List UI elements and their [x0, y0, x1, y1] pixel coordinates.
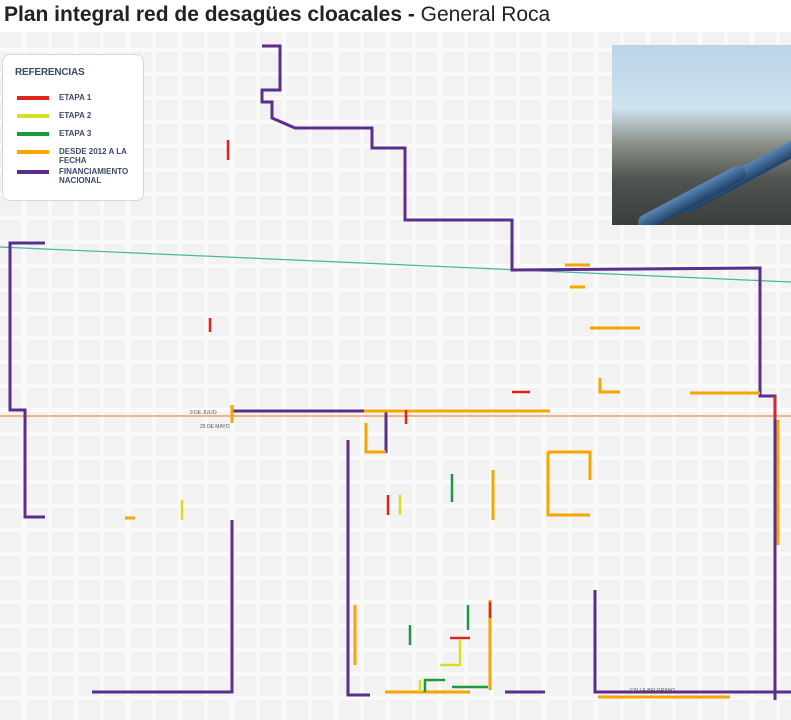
- legend-item-desde-2012: DESDE 2012 A LA FECHA: [17, 147, 129, 165]
- legend-item-financiamiento-nacional: FINANCIAMIENTO NACIONAL: [17, 167, 129, 185]
- legend-label: DESDE 2012 A LA FECHA: [59, 147, 127, 165]
- route-national-southeast: [593, 590, 791, 694]
- route-national-south-a: [92, 520, 234, 694]
- title-main: Plan integral red de desagües cloacales …: [4, 3, 421, 26]
- route-stage2-c: [440, 640, 462, 667]
- route-2012-a: [364, 423, 386, 454]
- route-national-north: [260, 44, 777, 700]
- street-label: 9 DE JULIO: [190, 410, 217, 416]
- street-label: CALLE BELGRANO: [630, 688, 676, 694]
- legend-label: FINANCIAMIENTO NACIONAL: [59, 167, 129, 185]
- route-2012-f: [598, 378, 620, 394]
- route-national-west: [8, 241, 45, 519]
- construction-photo: [612, 45, 791, 225]
- legend-title: REFERENCIAS: [15, 67, 85, 78]
- legend-swatch: [17, 96, 49, 100]
- title-place: General Roca: [420, 3, 551, 26]
- legend-item-etapa-3: ETAPA 3: [17, 129, 129, 138]
- route-stage3-d: [423, 678, 445, 692]
- route-2012-b: [548, 450, 592, 480]
- legend-swatch: [17, 114, 49, 118]
- page-title: Plan integral red de desagües cloacales …: [4, 3, 550, 27]
- legend-swatch: [17, 150, 49, 154]
- map-legend: REFERENCIAS ETAPA 1 ETAPA 2 ETAPA 3 DESD…: [2, 54, 144, 201]
- route-national-south-b: [346, 440, 370, 697]
- legend-label: ETAPA 3: [59, 129, 92, 138]
- legend-item-etapa-2: ETAPA 2: [17, 111, 129, 120]
- pipe-shape: [635, 162, 749, 225]
- street-label: 25 DE MAYO: [200, 424, 230, 430]
- legend-swatch: [17, 132, 49, 136]
- legend-label: ETAPA 2: [59, 111, 92, 120]
- route-2012-c: [546, 452, 590, 517]
- legend-item-etapa-1: ETAPA 1: [17, 93, 129, 102]
- legend-label: ETAPA 1: [59, 93, 92, 102]
- canal-line: [0, 246, 791, 283]
- legend-swatch: [17, 170, 49, 174]
